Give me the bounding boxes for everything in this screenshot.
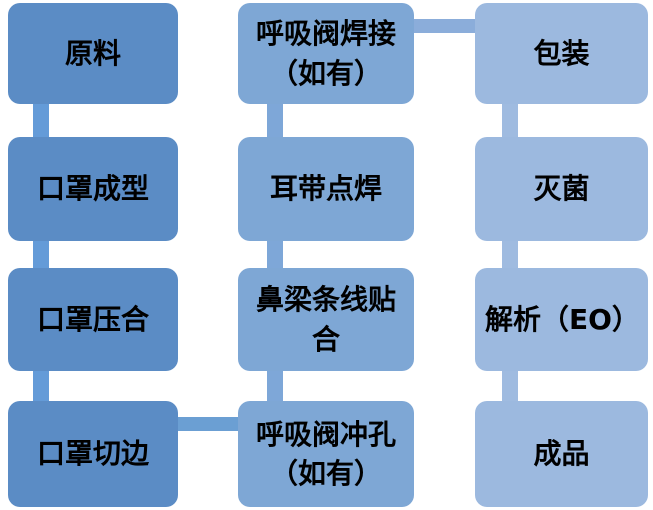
connector-valve-welding-to-packaging xyxy=(405,19,481,33)
connector-left-2-3 xyxy=(33,230,49,276)
flow-step-sterilization: 灭菌 xyxy=(475,137,648,241)
flow-step-nose-bridge-strip-lamination: 鼻梁条线贴合 xyxy=(238,268,414,371)
flow-step-packaging: 包装 xyxy=(475,3,648,104)
flow-step-mask-forming: 口罩成型 xyxy=(8,137,178,241)
flow-step-eo-aeration: 解析（EO） xyxy=(475,268,648,371)
connector-right-2-3 xyxy=(502,230,518,276)
connector-middle-3-4 xyxy=(267,360,283,410)
connector-right-3-4 xyxy=(502,360,518,410)
flow-step-raw-material: 原料 xyxy=(8,3,178,104)
connector-left-1-2 xyxy=(33,95,49,145)
flow-step-earloop-spot-welding: 耳带点焊 xyxy=(238,137,414,241)
flow-step-valve-welding: 呼吸阀焊接（如有） xyxy=(238,3,414,104)
flow-step-mask-pressing: 口罩压合 xyxy=(8,268,178,371)
connector-middle-2-3 xyxy=(267,230,283,276)
connector-middle-1-2 xyxy=(267,95,283,145)
flow-step-valve-punching: 呼吸阀冲孔（如有） xyxy=(238,401,414,507)
connector-trimming-to-valve-punching xyxy=(170,417,246,431)
connector-left-3-4 xyxy=(33,360,49,410)
flow-step-finished-product: 成品 xyxy=(475,401,648,507)
connector-right-1-2 xyxy=(502,95,518,145)
flow-step-mask-trimming: 口罩切边 xyxy=(8,401,178,507)
